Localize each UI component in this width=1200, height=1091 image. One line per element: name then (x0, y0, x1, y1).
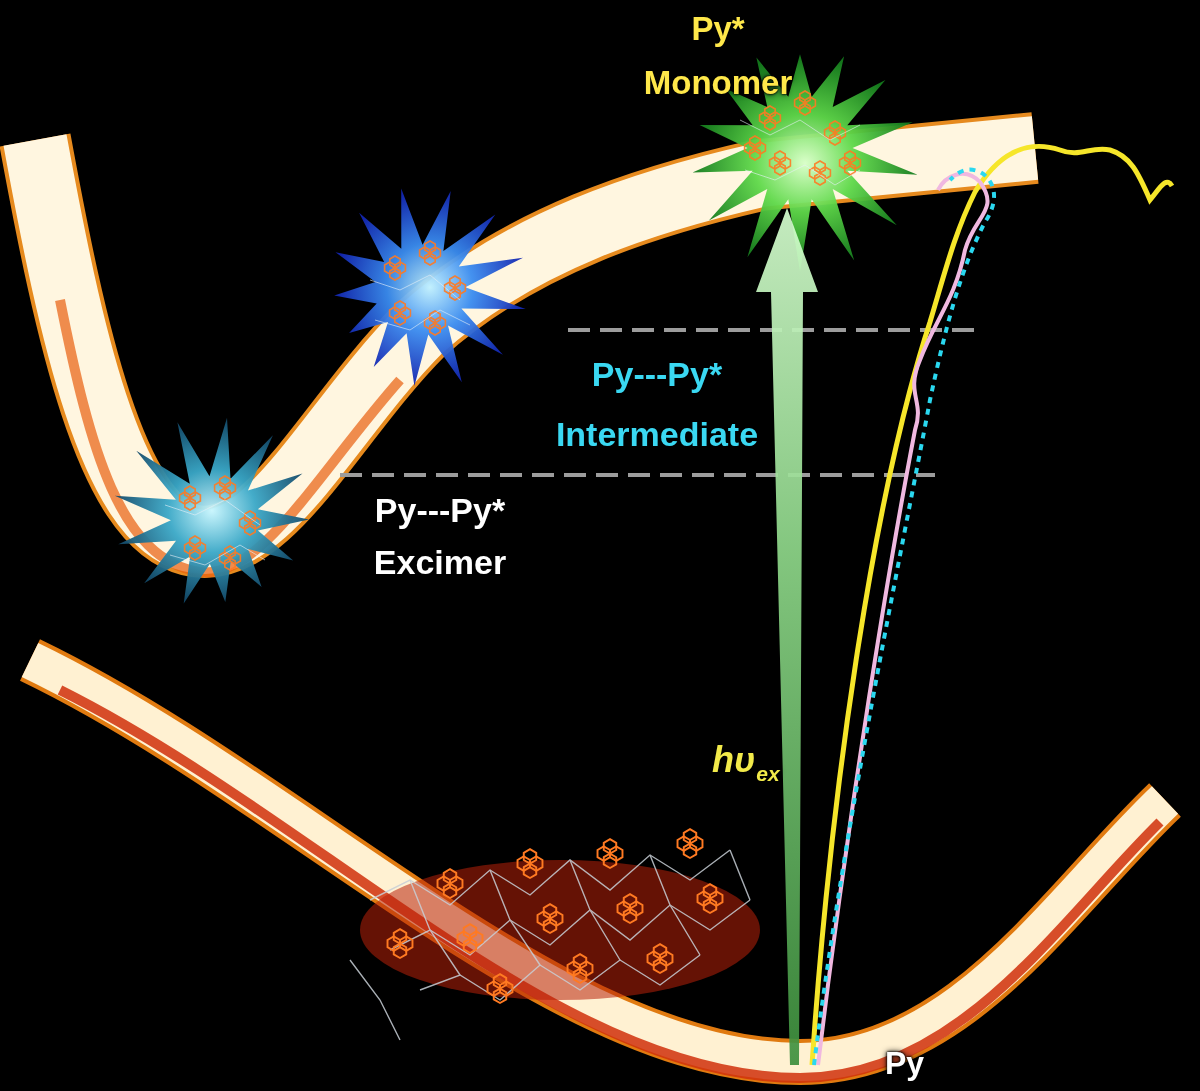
photon-energy-subscript: ex (756, 762, 779, 786)
molecule-shadow (360, 860, 760, 1000)
ground-state-label: Py (885, 1042, 924, 1084)
level-line (568, 328, 975, 332)
monomer-spectrum (812, 146, 1172, 1065)
ground-state-band (30, 660, 1165, 1062)
level-line (340, 473, 935, 477)
excimer-spectrum (818, 174, 988, 1065)
ground-state-band-edge (30, 660, 1165, 1062)
band-shade (60, 690, 1160, 1078)
monomer-label: Py* Monomer (633, 2, 803, 110)
burst-network (165, 120, 860, 565)
intermediate-burst (334, 189, 526, 386)
excitation-arrow (756, 208, 818, 1065)
excimer-burst (115, 418, 309, 604)
burst-molecules (180, 91, 861, 570)
intermediate-spectrum (814, 170, 994, 1065)
molecular-network (350, 850, 750, 1040)
intermediate-label: Py---Py* Intermediate (541, 344, 773, 464)
pyrene-units (388, 829, 723, 1003)
photon-energy-label: hυ (712, 738, 755, 782)
excimer-label: Py---Py* Excimer (353, 484, 528, 588)
